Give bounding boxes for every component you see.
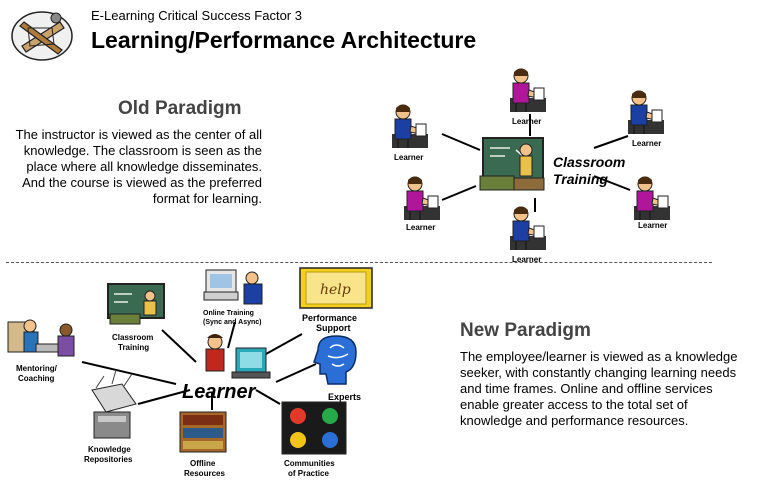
- section-divider: [6, 262, 712, 263]
- learner-label: Learner: [632, 139, 661, 148]
- node-label: Coaching: [18, 374, 55, 383]
- node-label: Online Training: [203, 310, 254, 317]
- learner-icon: [391, 103, 429, 149]
- learner-label: Learner: [638, 221, 667, 230]
- crossed-tools-logo-icon: [11, 11, 73, 61]
- node-label: Offline: [190, 459, 216, 468]
- communities-of-practice-icon: [281, 401, 347, 455]
- mentoring-coaching-icon: [7, 319, 75, 357]
- learner-icon: [633, 175, 671, 221]
- learner-icon: [509, 205, 547, 251]
- learner-icon: [403, 175, 441, 221]
- node-label: Experts: [328, 392, 361, 402]
- knowledge-repository-icon: [91, 369, 137, 439]
- node-label: Communities: [284, 459, 335, 468]
- bookshelf-icon: [179, 411, 227, 453]
- connector-line: [441, 185, 477, 201]
- node-label: Knowledge: [88, 445, 131, 454]
- new-paradigm-description: The employee/learner is viewed as a know…: [460, 349, 738, 428]
- node-label: (Sync and Async): [203, 319, 261, 326]
- learner-icon: [627, 89, 665, 135]
- page-title: Learning/Performance Architecture: [91, 27, 477, 53]
- node-label: Support: [316, 323, 351, 333]
- learner-resources-diagram: Learner Classroom Training Online Traini…: [7, 267, 373, 478]
- learner-at-computer-icon: [205, 334, 271, 379]
- online-training-icon: [203, 269, 263, 305]
- connector-line: [593, 135, 629, 149]
- learner-icon: [509, 67, 547, 113]
- old-paradigm-title: Old Paradigm: [118, 98, 242, 119]
- node-label: Performance: [302, 313, 357, 323]
- learner-label: Learner: [394, 153, 423, 162]
- help-sign-icon: help: [299, 267, 373, 309]
- node-label: Training: [118, 343, 149, 352]
- new-paradigm-title: New Paradigm: [460, 320, 591, 341]
- connector-line: [255, 389, 281, 405]
- classroom-training-diagram: Classroom Training Learner Learner Learn…: [391, 67, 671, 264]
- classroom-label-line2: Training: [553, 171, 608, 187]
- node-label: Classroom: [112, 333, 153, 342]
- connector-line: [275, 363, 317, 383]
- page-subtitle: E-Learning Critical Success Factor 3: [91, 8, 302, 23]
- classroom-label-line1: Classroom: [553, 154, 625, 170]
- connector-line: [161, 329, 197, 363]
- learner-label: Learner: [406, 223, 435, 232]
- help-sign-text: help: [320, 282, 351, 298]
- learner-label: Learner: [512, 117, 541, 126]
- node-label: of Practice: [288, 469, 329, 478]
- learner-label: Learner: [512, 255, 541, 264]
- connector-line: [81, 361, 177, 385]
- classroom-teacher-icon: [479, 137, 545, 191]
- expert-head-icon: [313, 335, 357, 385]
- connector-line: [265, 333, 303, 355]
- connector-line: [137, 389, 191, 405]
- node-label: Resources: [184, 469, 225, 478]
- connector-line: [593, 175, 631, 191]
- classroom-training-icon: [107, 283, 165, 325]
- learner-center-label: Learner: [182, 381, 257, 403]
- connector-line: [441, 133, 481, 151]
- connector-line: [227, 321, 236, 349]
- node-label: Mentoring/: [16, 364, 58, 373]
- old-paradigm-description: The instructor is viewed as the center o…: [15, 127, 262, 206]
- node-label: Repositories: [84, 455, 133, 464]
